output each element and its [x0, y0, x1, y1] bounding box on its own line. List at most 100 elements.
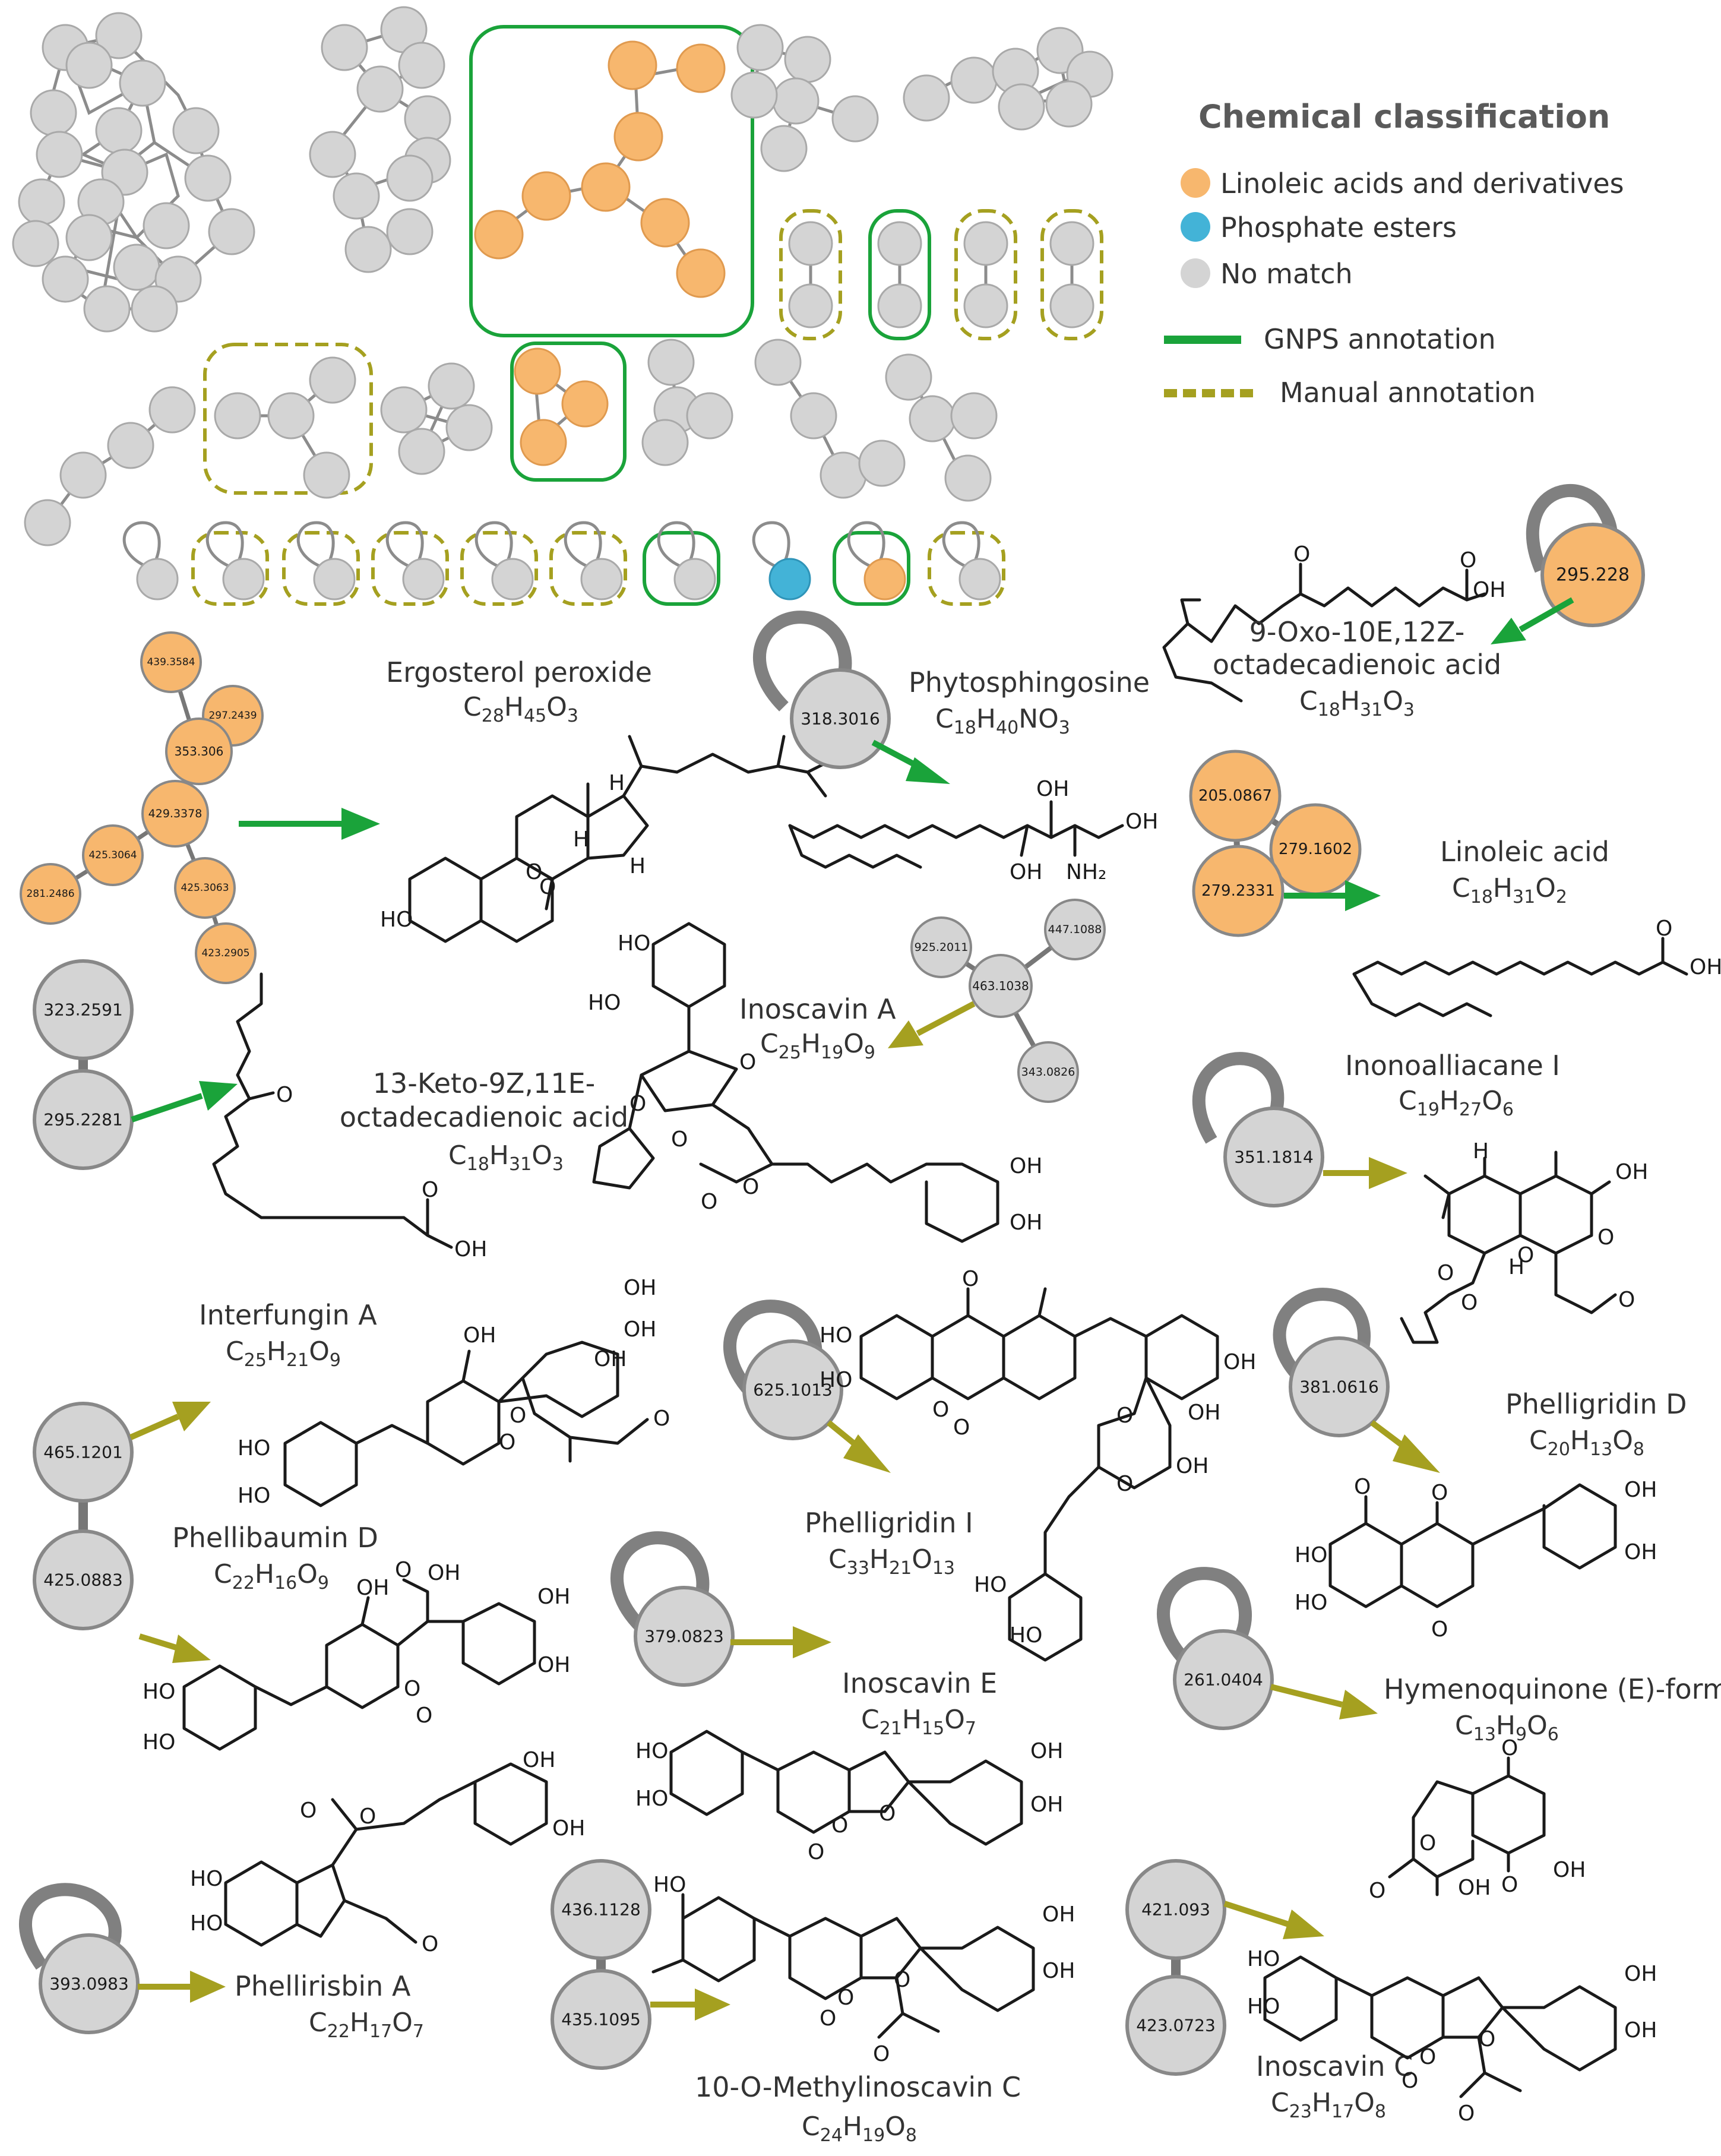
formula-inonoalliacane: C19H27O6	[1399, 1086, 1514, 1120]
name-inoscavin-c: Inoscavin C	[1256, 2050, 1413, 2082]
formula-inoscavin-c: C23H17O8	[1271, 2088, 1386, 2122]
svg-text:O: O	[1461, 1291, 1478, 1315]
svg-text:HO: HO	[1247, 1994, 1280, 2019]
formula-interfungin: C25H21O9	[226, 1336, 341, 1371]
svg-text:HO: HO	[974, 1573, 1007, 1597]
node-465: 465.1201	[43, 1443, 123, 1462]
self-loop-row	[122, 521, 1005, 606]
formula-10-o-methylinoscavin: C24H19O8	[802, 2111, 917, 2146]
svg-text:HO: HO	[380, 908, 413, 932]
svg-text:HO: HO	[143, 1680, 175, 1704]
svg-text:O: O	[953, 1415, 970, 1440]
svg-text:OH: OH	[454, 1237, 487, 1262]
svg-text:O: O	[1501, 1873, 1518, 1897]
name-phellibaumin: Phellibaumin D	[172, 1522, 378, 1554]
svg-text:O: O	[1437, 1261, 1454, 1285]
svg-text:OH: OH	[537, 1585, 570, 1609]
formula-inoscavin-a: C25H19O9	[760, 1029, 875, 1063]
node-425-0883: 425.0883	[43, 1570, 123, 1590]
svg-text:O: O	[629, 1092, 646, 1116]
svg-text:O: O	[894, 1968, 910, 1992]
formula-phellibaumin: C22H16O9	[214, 1559, 329, 1594]
node-421: 421.093	[1141, 1900, 1210, 1920]
svg-text:OH: OH	[1030, 1739, 1063, 1763]
annotation-13-keto: 323.2591 295.2281 13-Keto-9Z,11E- octade…	[33, 959, 628, 1262]
svg-text:O: O	[1460, 548, 1476, 573]
svg-text:O: O	[739, 1050, 756, 1074]
svg-text:OH: OH	[1176, 1454, 1209, 1478]
network-overview	[12, 6, 1113, 606]
svg-text:OH: OH	[1010, 860, 1042, 884]
name-13-keto-2: octadecadienoic acid	[340, 1101, 628, 1133]
node-261: 261.0404	[1184, 1670, 1263, 1690]
node-463: 463.1038	[972, 979, 1029, 993]
name-9-oxo-2: octadecadienoic acid	[1213, 649, 1501, 681]
svg-text:O: O	[422, 1932, 438, 1956]
svg-text:HO: HO	[635, 1787, 668, 1811]
svg-text:OH: OH	[1624, 1962, 1657, 1986]
svg-text:O: O	[701, 1190, 717, 1214]
annotation-inonoalliacane: 351.1814 Inonoalliacane I C19H27O6 H OH …	[1192, 1049, 1648, 1344]
svg-text:H: H	[573, 827, 589, 852]
svg-text:O: O	[1369, 1879, 1385, 1903]
svg-text:O: O	[1479, 2027, 1495, 2051]
svg-text:OH: OH	[1624, 2018, 1657, 2043]
annotation-9-oxo: 295.228 O O OH 9-Oxo-10E,12Z- octadecadi…	[1162, 483, 1645, 720]
pair-boxes-row1	[779, 209, 1103, 340]
node-429: 429.3378	[148, 807, 203, 820]
svg-text:O: O	[820, 2006, 836, 2031]
svg-text:HO: HO	[238, 1484, 270, 1508]
svg-text:O: O	[1293, 542, 1310, 567]
node-281: 281.2486	[26, 888, 74, 900]
svg-text:HO: HO	[820, 1323, 852, 1348]
legend-label-gnps: GNPS annotation	[1264, 323, 1496, 355]
node-439: 439.3584	[147, 656, 195, 668]
node-625: 625.1013	[753, 1380, 833, 1400]
legend-swatch-linoleic	[1181, 168, 1210, 198]
svg-text:O: O	[1419, 1831, 1436, 1855]
svg-text:O: O	[837, 1986, 854, 2010]
name-phelligridin-d: Phelligridin D	[1505, 1388, 1687, 1420]
annotation-phytosphingosine: 318.3016 Phytosphingosine C18H40NO3 OH O…	[753, 611, 1158, 884]
name-ergosterol: Ergosterol peroxide	[386, 656, 652, 688]
node-423-0723: 423.0723	[1136, 2016, 1216, 2035]
legend-swatch-nomatch	[1181, 258, 1210, 288]
cluster-gray-2-nodes	[309, 6, 451, 273]
annotation-10-o-methylinoscavin: 436.1128 435.1095 10-O-Methylinoscavin C…	[551, 1859, 1075, 2146]
node-423: 423.2905	[201, 947, 249, 959]
svg-text:HO: HO	[1295, 1591, 1327, 1615]
name-phelligridin-i: Phelligridin I	[805, 1507, 973, 1539]
node-353: 353.306	[175, 744, 224, 758]
svg-text:HO: HO	[588, 991, 621, 1015]
svg-text:O: O	[932, 1398, 949, 1422]
node-436: 436.1128	[561, 1900, 641, 1920]
node-343: 343.0826	[1021, 1066, 1075, 1079]
name-hymenoquinone: Hymenoquinone (E)-form	[1384, 1673, 1721, 1705]
svg-text:HO: HO	[190, 1911, 223, 1936]
name-10-o-methylinoscavin: 10-O-Methylinoscavin C	[695, 2071, 1021, 2103]
svg-text:O: O	[1431, 1481, 1448, 1505]
node-393: 393.0983	[49, 1974, 129, 1994]
svg-text:OH: OH	[1042, 1959, 1075, 1983]
svg-text:O: O	[831, 1813, 848, 1838]
node-318: 318.3016	[801, 709, 880, 729]
node-323: 323.2591	[43, 1000, 123, 1020]
cluster-large-gray-nodes	[12, 12, 255, 333]
svg-text:OH: OH	[1473, 578, 1505, 602]
formula-ergosterol: C28H45O3	[463, 692, 578, 726]
svg-text:OH: OH	[594, 1347, 627, 1371]
svg-text:O: O	[359, 1804, 376, 1829]
name-inoscavin-a: Inoscavin A	[739, 993, 896, 1025]
svg-text:O: O	[1354, 1475, 1371, 1499]
node-297: 297.2439	[208, 710, 257, 722]
formula-phytosphingosine: C18H40NO3	[935, 704, 1070, 738]
svg-text:OH: OH	[463, 1323, 496, 1348]
svg-text:O: O	[742, 1175, 759, 1199]
name-9-oxo-1: 9-Oxo-10E,12Z-	[1249, 616, 1465, 648]
annotation-ergosterol-peroxide: 439.3584 297.2439 353.306 429.3378 425.3…	[20, 631, 833, 984]
name-inoscavin-e: Inoscavin E	[842, 1667, 997, 1699]
name-phellirisbin: Phellirisbin A	[235, 1970, 411, 2002]
name-13-keto-1: 13-Keto-9Z,11E-	[373, 1067, 596, 1099]
svg-text:HO: HO	[653, 1873, 686, 1897]
svg-text:O: O	[300, 1798, 317, 1823]
